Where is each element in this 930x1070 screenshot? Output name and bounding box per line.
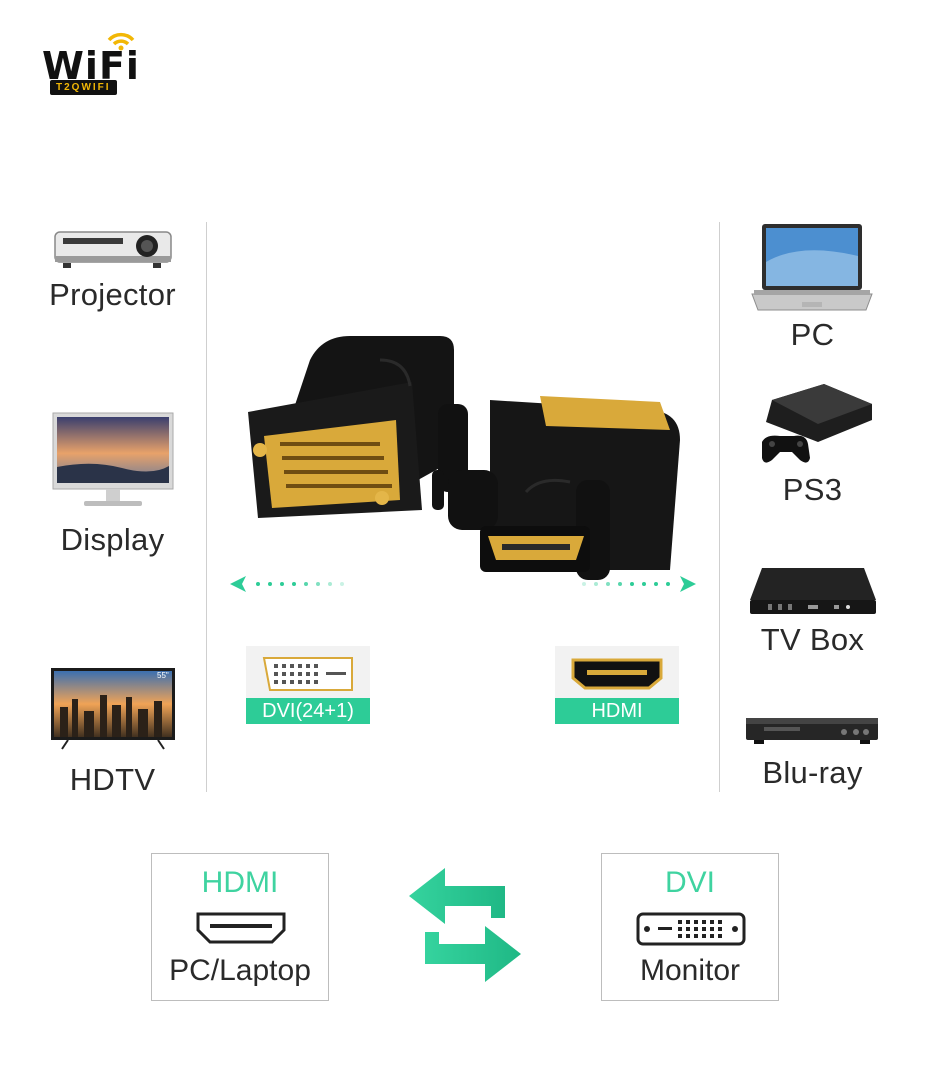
- adapter-product-image: [248, 336, 680, 580]
- dvi-port-tag: DVI(24+1): [246, 698, 370, 724]
- device-label: TV Box: [760, 622, 865, 657]
- projector-icon: [54, 231, 172, 268]
- hdmi-connector-icon: [196, 912, 286, 944]
- device-label: PC: [790, 317, 835, 352]
- box-title: DVI: [664, 866, 715, 899]
- tv-size-badge: 55": [157, 671, 169, 680]
- left-direction-arrow: [230, 576, 344, 592]
- device-hdtv: 55" HDTV: [30, 665, 195, 805]
- dvi-target-box: DVI Monitor: [601, 853, 779, 1001]
- dvi-port-icon: [262, 657, 353, 691]
- device-pc: PC: [730, 222, 895, 357]
- tv-box-icon: [750, 568, 876, 614]
- blu-ray-icon: [746, 718, 878, 744]
- right-direction-arrow: [582, 576, 696, 592]
- hdmi-female-adapter: [448, 396, 680, 580]
- wifi-signal-icon: [107, 32, 135, 51]
- device-label: Blu-ray: [762, 755, 863, 790]
- device-projector: Projector: [30, 222, 195, 322]
- hdmi-port-icon: [571, 658, 663, 690]
- swap-arrows-icon: [409, 868, 521, 982]
- hdmi-port-tag: HDMI: [555, 698, 679, 724]
- dvi-port-badge: DVI(24+1): [246, 646, 370, 724]
- device-label: PS3: [782, 472, 843, 507]
- dvi-male-adapter: [248, 336, 468, 518]
- device-label: HDTV: [69, 762, 156, 797]
- box-title: HDMI: [201, 866, 279, 899]
- brand-logo: WiFi T2QWIFI: [42, 30, 139, 100]
- hdmi-port-badge: HDMI: [555, 646, 679, 724]
- device-label: Projector: [49, 277, 176, 312]
- dvi-connector-icon: [636, 912, 746, 946]
- logo-subtitle: T2QWIFI: [50, 80, 117, 95]
- box-subtitle: PC/Laptop: [169, 954, 311, 987]
- device-ps3: PS3: [730, 380, 895, 515]
- device-blu-ray: Blu-ray: [730, 710, 895, 800]
- ps3-icon: [762, 384, 872, 463]
- device-label: Display: [60, 522, 165, 557]
- hdmi-source-box: HDMI PC/Laptop: [151, 853, 329, 1001]
- device-tv-box: TV Box: [730, 560, 895, 670]
- box-subtitle: Monitor: [639, 954, 741, 987]
- hdtv-icon: [51, 668, 175, 750]
- left-divider: [206, 222, 207, 792]
- display-icon: [52, 412, 174, 506]
- device-display: Display: [30, 410, 195, 560]
- laptop-icon: [751, 224, 873, 311]
- right-divider: [719, 222, 720, 792]
